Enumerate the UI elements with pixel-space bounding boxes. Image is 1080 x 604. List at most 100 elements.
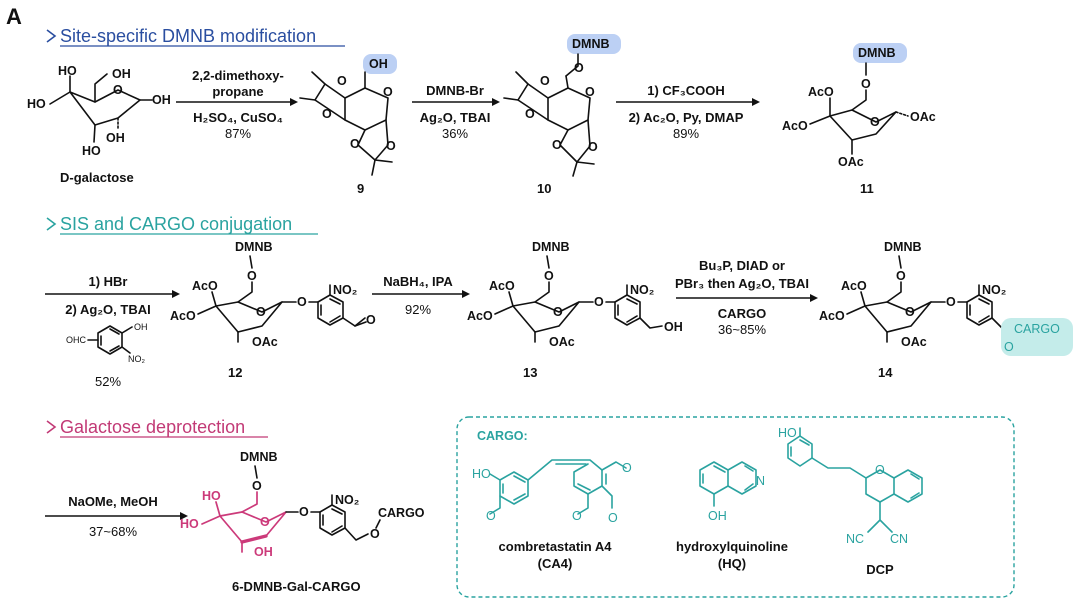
compound-label: 13 (523, 365, 537, 380)
svg-text:O: O (386, 139, 396, 153)
cargo-box-title: CARGO: (477, 429, 528, 443)
svg-text:propane: propane (212, 84, 263, 99)
svg-text:O: O (299, 505, 309, 519)
svg-text:2,2-dimethoxy-: 2,2-dimethoxy- (192, 68, 284, 83)
cargo-name: combretastatin A4 (499, 539, 613, 554)
svg-text:NO₂: NO₂ (335, 493, 359, 507)
svg-text:36%: 36% (442, 126, 468, 141)
svg-text:NaBH₄, IPA: NaBH₄, IPA (383, 274, 453, 289)
svg-text:O: O (608, 511, 618, 525)
svg-text:O: O (905, 305, 915, 319)
svg-text:OH: OH (254, 545, 273, 559)
svg-text:O: O (260, 515, 270, 529)
reaction-arrow: DMNB-Br Ag₂O, TBAI 36% (412, 83, 500, 141)
molecule-14: DMNB O O AcO AcO OAc O NO₂ CARGO O 14 (819, 240, 1073, 380)
svg-text:AcO: AcO (467, 309, 493, 323)
svg-text:AcO: AcO (489, 279, 515, 293)
svg-text:89%: 89% (673, 126, 699, 141)
molecule-9: OH O O O O O 9 (299, 54, 397, 196)
svg-text:O: O (252, 479, 262, 493)
svg-text:HO: HO (180, 517, 199, 531)
svg-text:HO: HO (27, 97, 46, 111)
reagent-hydroxynitrobenzaldehyde: OH NO₂ OHC (66, 322, 148, 364)
svg-text:OAc: OAc (838, 155, 864, 169)
svg-text:O: O (366, 313, 376, 327)
svg-text:O: O (544, 269, 554, 283)
cargo-abbr: (CA4) (538, 556, 573, 571)
svg-text:Bu₃P, DIAD or: Bu₃P, DIAD or (699, 258, 785, 273)
svg-text:AcO: AcO (808, 85, 834, 99)
svg-text:HO: HO (202, 489, 221, 503)
svg-text:HO: HO (472, 467, 491, 481)
svg-text:Ag₂O, TBAI: Ag₂O, TBAI (420, 110, 491, 125)
molecule-13: DMNB O O AcO AcO OAc O NO₂ OH 13 (467, 240, 683, 380)
svg-text:O: O (540, 74, 550, 88)
cargo-abbr: (HQ) (718, 556, 746, 571)
svg-text:DMNB-Br: DMNB-Br (426, 83, 484, 98)
svg-text:CN: CN (890, 532, 908, 546)
svg-text:O: O (297, 295, 307, 309)
svg-text:O: O (383, 85, 393, 99)
svg-text:O: O (946, 295, 956, 309)
svg-text:O: O (256, 305, 266, 319)
svg-text:N: N (756, 474, 765, 488)
svg-text:OH: OH (664, 320, 683, 334)
svg-text:OH: OH (106, 131, 125, 145)
section-title: Galactose deprotection (60, 417, 245, 437)
molecule-11: DMNB O O AcO AcO OAc OAc 11 (782, 43, 936, 196)
svg-text:O: O (588, 140, 598, 154)
svg-text:O: O (572, 509, 582, 523)
svg-text:HO: HO (82, 144, 101, 158)
svg-text:O: O (861, 77, 871, 91)
svg-text:PBr₃ then Ag₂O, TBAI: PBr₃ then Ag₂O, TBAI (675, 276, 809, 291)
svg-text:HO: HO (778, 426, 797, 440)
molecule-6-dmnb-gal-cargo: DMNB O O HO HO OH O NO₂ O CARGO 6-DMNB-G… (180, 450, 425, 594)
svg-text:NO₂: NO₂ (333, 283, 357, 297)
svg-text:O: O (486, 509, 496, 523)
svg-text:DMNB: DMNB (858, 46, 896, 60)
svg-text:O: O (370, 527, 380, 541)
molecule-d-galactose: OH HO HO HO OH OH O D-galactose (27, 64, 171, 185)
svg-text:OH: OH (152, 93, 171, 107)
svg-text:O: O (594, 295, 604, 309)
svg-text:AcO: AcO (782, 119, 808, 133)
svg-text:NaOMe, MeOH: NaOMe, MeOH (68, 494, 158, 509)
svg-text:O: O (247, 269, 257, 283)
svg-text:OAc: OAc (901, 335, 927, 349)
reaction-arrow: 1) HBr 2) Ag₂O, TBAI OH NO₂ OHC 52% (45, 274, 180, 389)
svg-text:AcO: AcO (170, 309, 196, 323)
svg-text:NO₂: NO₂ (982, 283, 1006, 297)
reaction-arrow: NaBH₄, IPA 92% (372, 274, 470, 317)
section-title: SIS and CARGO conjugation (60, 214, 292, 234)
svg-text:2) Ac₂O, Py, DMAP: 2) Ac₂O, Py, DMAP (629, 110, 744, 125)
svg-text:O: O (552, 138, 562, 152)
svg-text:1) CF₃COOH: 1) CF₃COOH (647, 83, 725, 98)
section-header-sis: SIS and CARGO conjugation (46, 214, 318, 235)
svg-text:O: O (350, 137, 360, 151)
svg-text:DMNB: DMNB (532, 240, 570, 254)
chevron-right-icon (46, 217, 57, 231)
svg-text:DMNB: DMNB (884, 240, 922, 254)
svg-text:O: O (896, 269, 906, 283)
svg-text:AcO: AcO (192, 279, 218, 293)
chevron-right-icon (46, 29, 57, 43)
molecule-dcp: HO O NC CN DCP (778, 426, 923, 577)
compound-label: 12 (228, 365, 242, 380)
svg-text:H₂SO₄, CuSO₄: H₂SO₄, CuSO₄ (193, 110, 283, 125)
svg-text:O: O (870, 115, 880, 129)
svg-text:DMNB: DMNB (235, 240, 273, 254)
cargo-name: hydroxylquinoline (676, 539, 788, 554)
svg-text:O: O (322, 107, 332, 121)
svg-text:NO₂: NO₂ (630, 283, 654, 297)
svg-text:AcO: AcO (841, 279, 867, 293)
svg-text:CARGO: CARGO (378, 506, 425, 520)
section-title: Site-specific DMNB modification (60, 26, 316, 46)
molecule-ca4: HO O O O O combretastatin A4 (CA4) (472, 459, 632, 571)
molecule-hq: N OH hydroxylquinoline (HQ) (676, 461, 788, 571)
molecule-12: DMNB O O AcO AcO OAc O NO₂ O 12 (170, 240, 376, 380)
svg-text:O: O (337, 74, 347, 88)
cargo-name: DCP (866, 562, 894, 577)
cargo-box: CARGO: HO O O O O combretastatin A4 (CA4… (456, 416, 1015, 598)
svg-text:92%: 92% (405, 302, 431, 317)
